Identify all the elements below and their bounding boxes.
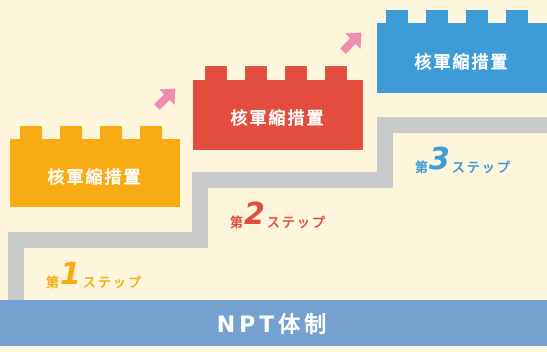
step-2-word: ステップ <box>266 216 327 231</box>
step-3-number: 3 <box>429 142 450 177</box>
step-2-label: 第 2 ステップ <box>230 197 327 232</box>
step-1-number: 1 <box>60 257 81 292</box>
up-right-arrow-icon <box>154 88 176 110</box>
step-3-dai: 第 <box>415 161 429 176</box>
step-3-word: ステップ <box>451 161 512 176</box>
npt-base-label: NPT体制 <box>216 313 331 338</box>
npt-base-bar <box>0 300 547 346</box>
step-2-number: 2 <box>244 197 265 232</box>
step-1-dai: 第 <box>46 276 60 291</box>
brick-2-label: 核軍縮措置 <box>230 109 326 129</box>
brick-step-2 <box>193 66 363 150</box>
up-right-arrow-icon <box>340 32 362 54</box>
step-2-dai: 第 <box>230 216 244 231</box>
step-1-label: 第 1 ステップ <box>46 257 143 292</box>
brick-step-1 <box>10 126 180 207</box>
brick-step-3 <box>377 10 547 93</box>
step-3-label: 第 3 ステップ <box>415 142 512 177</box>
staircase-path <box>8 117 547 300</box>
step-1-word: ステップ <box>82 276 143 291</box>
brick-3-label: 核軍縮措置 <box>414 53 510 73</box>
brick-1-label: 核軍縮措置 <box>47 168 143 188</box>
